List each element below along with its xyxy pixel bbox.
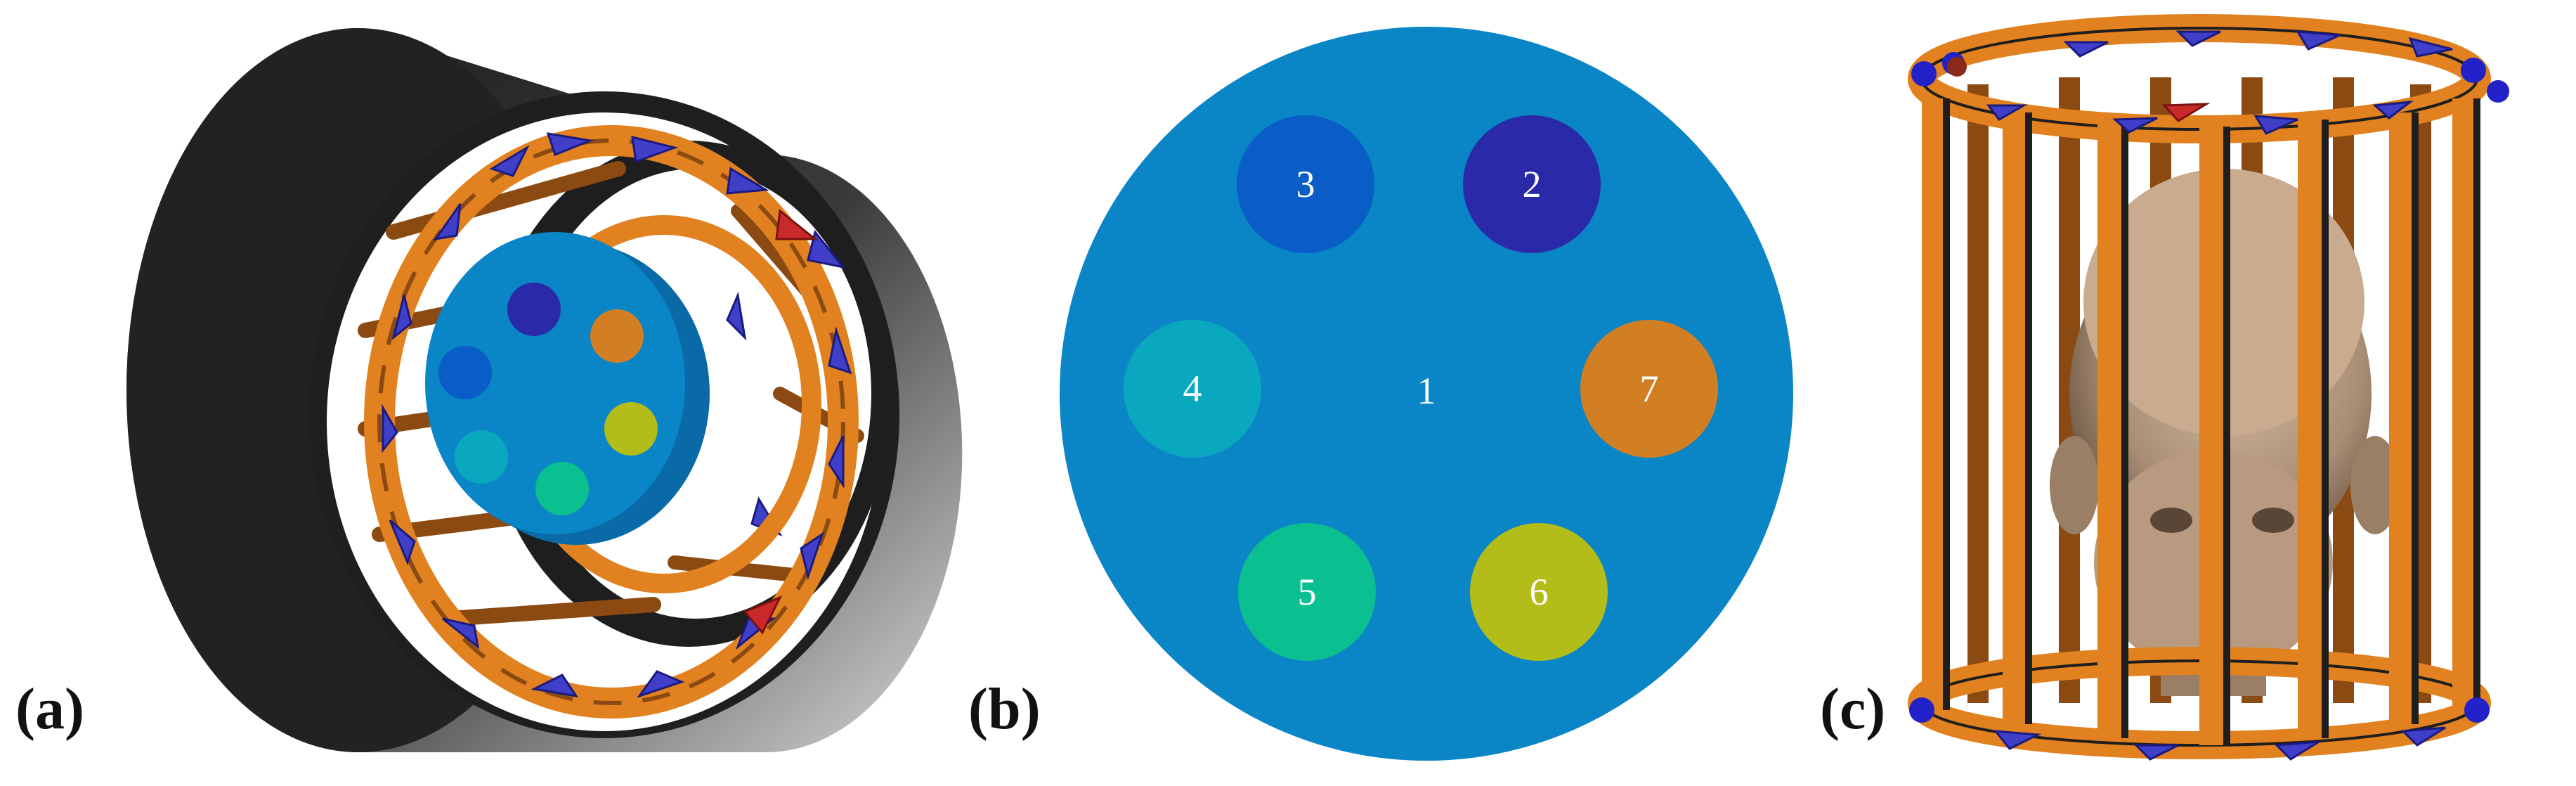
ring-capacitors (1986, 30, 2453, 761)
port-capacitor (2161, 103, 2211, 122)
phantom-region-label-5: 5 (1298, 571, 1317, 613)
coil-capacitors (382, 132, 852, 698)
phantom-region-label-1: 1 (1417, 370, 1436, 412)
panel-b-phantom-slice: 1 2 3 4 5 6 7 (1060, 27, 1793, 761)
phantom-perspective (425, 232, 710, 545)
phantom-region-label-4: 4 (1183, 368, 1202, 410)
panel-label-c: (c) (1820, 676, 1886, 742)
panel-label-a: (a) (15, 676, 84, 742)
panel-label-b: (b) (968, 676, 1041, 742)
phantom-region-7 (1580, 320, 1718, 458)
phantom-region-label-6: 6 (1530, 571, 1549, 613)
phantom-region-6 (1470, 523, 1608, 661)
phantom-region-5 (1238, 523, 1376, 661)
phantom-region-label-3: 3 (1296, 163, 1315, 205)
panel-c-coil-with-head (1908, 14, 2509, 761)
phantom-region-2 (1463, 115, 1601, 253)
phantom-regions: 1 2 3 4 5 6 7 (1124, 115, 1718, 661)
coil-port-capacitors (743, 209, 819, 635)
front-rungs (1922, 98, 2480, 745)
phantom-region-4 (1124, 320, 1261, 458)
panel-a-coil-in-shield (126, 28, 963, 752)
phantom-region-3 (1237, 115, 1374, 253)
phantom-region-label-2: 2 (1523, 163, 1542, 205)
phantom-region-label-7: 7 (1640, 368, 1659, 410)
